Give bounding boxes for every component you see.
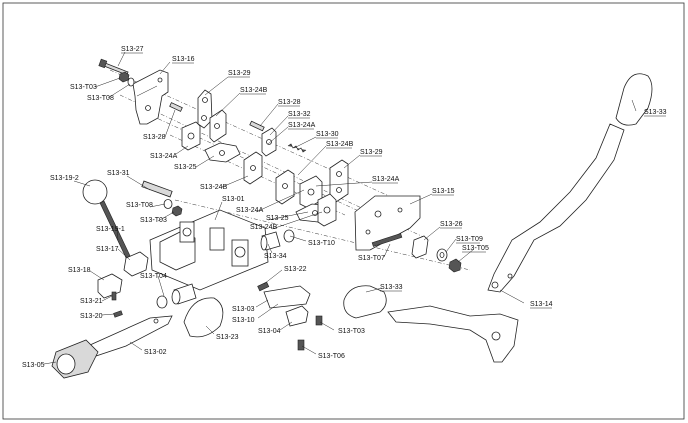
bushing-s13-t04: [156, 295, 168, 309]
label-s13-14: S13-14: [530, 301, 553, 308]
label-s13-03: S13-03: [232, 306, 255, 313]
label-s13-24a-d: S13-24A: [236, 207, 264, 214]
label-s13-01: S13-01: [222, 196, 245, 203]
label-s13-30: S13-30: [316, 131, 339, 138]
label-s13-25-b: S13-25: [266, 215, 289, 222]
label-s13-29-b: S13-29: [360, 149, 383, 156]
label-s13-t08-a: S13-T08: [87, 95, 114, 102]
lever-s13-14-main: [487, 123, 625, 293]
nut-s13-t05: [448, 258, 462, 273]
bracket-s13-26: [411, 235, 429, 259]
label-s13-25-a: S13-25: [174, 164, 197, 171]
label-s13-t03-a: S13-T03: [70, 84, 97, 91]
base-s13-01: [149, 209, 269, 291]
label-s13-24b-a: S13-24B: [240, 87, 268, 94]
bolt-s13-31: [141, 180, 173, 198]
label-s13-t05: S13-T05: [462, 245, 489, 252]
part-s13-03: [263, 285, 311, 309]
plate-s13-29-b: [329, 159, 349, 203]
label-s13-05: S13-05: [22, 362, 45, 369]
label-s13-24a-c: S13-24A: [372, 176, 400, 183]
knob-s13-33-a: [615, 73, 653, 126]
part-labels: S13-27 S13-16 S13-T03 S13-T08 S13-29 S13…: [22, 46, 667, 369]
label-s13-33-a: S13-33: [644, 109, 667, 116]
label-s13-19-1: S13-19-1: [96, 226, 125, 233]
label-s13-32: S13-32: [288, 111, 311, 118]
knob-s13-19-2: [82, 179, 108, 205]
part-s13-18: [97, 273, 123, 299]
screw-s13-t03-c: [315, 315, 323, 326]
label-s13-27: S13-27: [121, 46, 144, 53]
screw-s13-t06: [297, 339, 305, 351]
label-s13-04: S13-04: [258, 328, 281, 335]
label-s13-24b-d: S13-24B: [250, 224, 278, 231]
spring-s13-30: [287, 143, 307, 153]
plate-s13-32: [261, 127, 277, 157]
pin-s13-28-b: [249, 120, 265, 132]
lever-s13-14-lower: [387, 305, 519, 363]
plate-s13-24b-c: [275, 169, 295, 205]
label-s13-29-a: S13-29: [228, 70, 251, 77]
plate-s13-24b-b: [243, 151, 263, 185]
label-s13-t07: S13-T07: [358, 255, 385, 262]
bolt-s13-22: [257, 281, 270, 292]
label-s13-24b-c: S13-24B: [200, 184, 228, 191]
label-s13-t10: S13-T10: [308, 240, 335, 247]
label-s13-18: S13-18: [68, 267, 91, 274]
bracket-s13-15: [354, 195, 421, 251]
washer-s13-t09: [436, 248, 448, 262]
sleeve-s13-34: [260, 231, 281, 251]
label-s13-21: S13-21: [80, 298, 103, 305]
nut-s13-t03-b: [171, 205, 183, 217]
label-underlines: [121, 52, 666, 309]
label-s13-33-b: S13-33: [380, 284, 403, 291]
label-s13-10: S13-10: [232, 317, 255, 324]
knob-s13-33-b: [343, 285, 387, 319]
label-s13-28-b: S13-28: [278, 99, 301, 106]
nut-s13-t08-b: [163, 199, 173, 209]
knob-s13-23: [183, 297, 224, 338]
label-s13-16: S13-16: [172, 56, 195, 63]
label-s13-02: S13-02: [144, 349, 167, 356]
label-s13-22: S13-22: [284, 266, 307, 273]
washer-s13-t10: [283, 229, 295, 243]
label-s13-24a-b: S13-24A: [288, 122, 316, 129]
label-s13-28-a: S13-28: [143, 134, 166, 141]
label-s13-34: S13-34: [264, 253, 287, 260]
label-s13-17: S13-17: [96, 246, 119, 253]
label-s13-t03-b: S13-T03: [140, 217, 167, 224]
plate-s13-24a-a: [181, 121, 201, 151]
pin-s13-28-a: [169, 102, 183, 112]
label-s13-t03-c: S13-T03: [338, 328, 365, 335]
label-s13-24b-b: S13-24B: [326, 141, 354, 148]
label-s13-31: S13-31: [107, 170, 130, 177]
label-s13-t06: S13-T06: [318, 353, 345, 360]
plate-s13-24b-a: [209, 109, 227, 143]
bracket-s13-16: [132, 69, 169, 125]
label-s13-15: S13-15: [432, 188, 455, 195]
label-s13-23: S13-23: [216, 334, 239, 341]
label-s13-t08-b: S13-T08: [126, 202, 153, 209]
label-s13-19-2: S13-19-2: [50, 175, 79, 182]
label-s13-t04: S13-T04: [140, 273, 167, 280]
part-s13-17: [123, 251, 149, 277]
plate-s13-25-a: [204, 142, 241, 163]
label-s13-24a-a: S13-24A: [150, 153, 178, 160]
label-s13-20: S13-20: [80, 313, 103, 320]
sleeve-s13-t04: [171, 283, 197, 305]
nut-washer-top: [118, 71, 135, 87]
label-s13-t09: S13-T09: [456, 236, 483, 243]
label-s13-26: S13-26: [440, 221, 463, 228]
screw-s13-21: [111, 291, 117, 301]
part-s13-04: [285, 305, 309, 327]
screw-s13-20: [113, 310, 123, 318]
bolt-s13-t07: [371, 233, 403, 247]
grip-s13-05: [51, 339, 99, 379]
plate-s13-24b-d: [317, 193, 337, 227]
leader-lines: [43, 51, 637, 365]
